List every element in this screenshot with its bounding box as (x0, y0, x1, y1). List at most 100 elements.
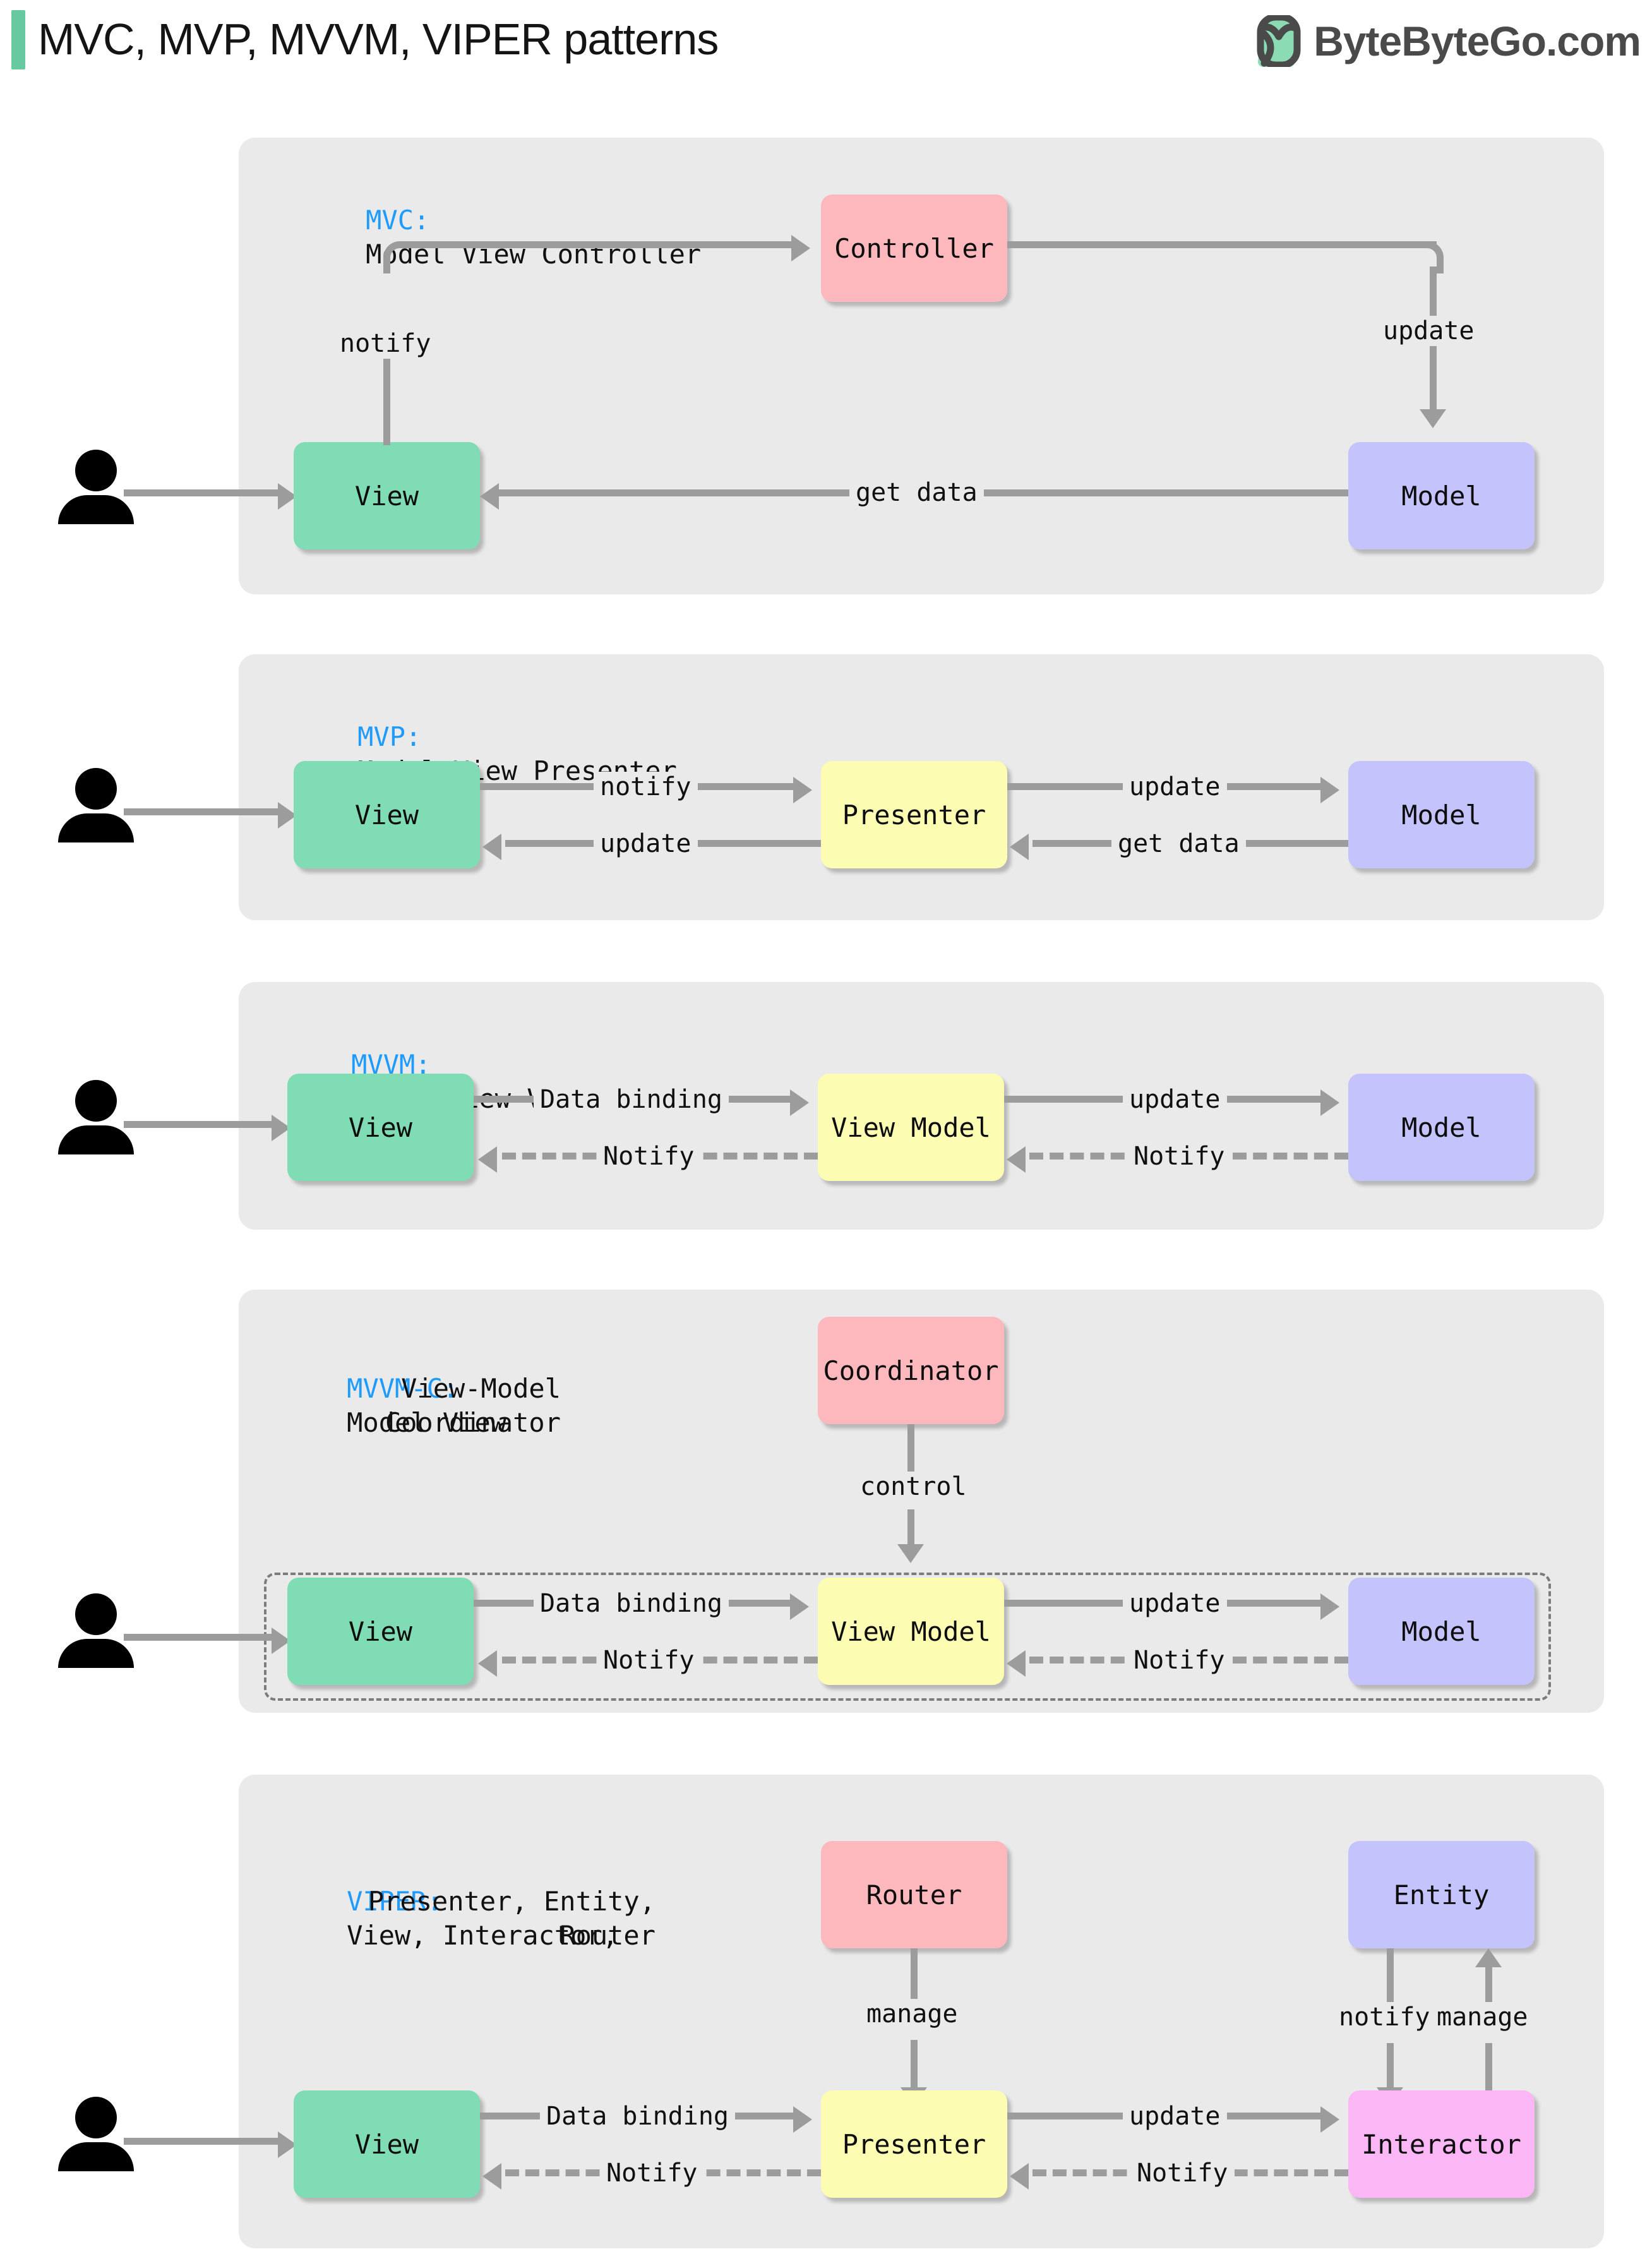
edge-entity-notify-seg-v2-viper (1387, 2043, 1394, 2090)
node-view-mvvm[interactable]: View (287, 1074, 474, 1181)
edge-controller-to-model-corner-mvc (1411, 241, 1444, 273)
arrowhead-controller-to-model-mvc (1420, 409, 1446, 428)
user-head-icon (75, 1080, 117, 1122)
edge-view-to-controller-seg-h-mvc (409, 241, 794, 248)
node-view-mvvmc[interactable]: View (287, 1578, 474, 1685)
node-router-viper[interactable]: Router (821, 1841, 1007, 1948)
arrowhead-interactor-manage-viper (1475, 1948, 1502, 1967)
arrowhead-presenter-to-interactor-viper (1320, 2106, 1339, 2133)
edge-user-to-view-viper (124, 2138, 282, 2145)
edge-label-notify-view-mvvmc: Notify (597, 1645, 701, 1676)
edge-user-to-view-mvvmc (124, 1634, 275, 1641)
logo-glyph-icon (1257, 13, 1301, 69)
edge-label-manage-entity-viper: manage (1430, 2002, 1535, 2032)
node-view-mvc[interactable]: View (294, 442, 480, 549)
arrowhead-presenter-to-view-viper (482, 2163, 501, 2190)
edge-label-notify-view-viper: Notify (600, 2158, 704, 2188)
arrowhead-model-to-viewmodel-mvvm (1007, 1146, 1026, 1173)
title-accent-bar (11, 10, 25, 69)
user-icon-mvvm (58, 1080, 134, 1154)
section-mvvmc-caption: MVVM-C: Model View (283, 1338, 506, 1474)
edge-label-update-view-mvp: update (594, 829, 698, 859)
edge-label-get-data-mvc: get data (849, 477, 984, 508)
node-presenter-viper[interactable]: Presenter (821, 2090, 1007, 2198)
section-mvc-key: MVC: (366, 205, 446, 236)
node-interactor-viper[interactable]: Interactor (1348, 2090, 1535, 2198)
user-head-icon (75, 768, 117, 810)
section-viper-caption-line3: Router (560, 1920, 655, 1951)
arrowhead-interactor-to-presenter-viper (1010, 2163, 1029, 2190)
edge-coordinator-control-seg-v2-mvvmc (907, 1509, 914, 1547)
section-mvc-caption: MVC: Model View Controller (302, 169, 701, 306)
section-viper-key: VIPER: (347, 1886, 459, 1917)
node-model-mvvm[interactable]: Model (1348, 1074, 1535, 1181)
node-controller-mvc[interactable]: Controller (821, 195, 1007, 302)
edge-label-notify-model-mvvmc: Notify (1127, 1645, 1231, 1676)
edge-label-notify-presenter-viper: Notify (1130, 2158, 1235, 2188)
arrowhead-view-to-presenter-viper (793, 2106, 812, 2133)
user-head-icon (75, 1593, 117, 1635)
section-mvvmc-caption-line2: View-Model (401, 1373, 561, 1404)
edge-label-update-viper: update (1123, 2101, 1227, 2131)
arrowhead-presenter-to-model-mvp (1320, 777, 1339, 803)
edge-label-notify-view-mvvm: Notify (597, 1141, 701, 1172)
user-body-icon (58, 1639, 134, 1668)
node-entity-viper[interactable]: Entity (1348, 1841, 1535, 1948)
user-icon-mvp (58, 768, 134, 842)
user-body-icon (58, 495, 134, 524)
node-presenter-mvp[interactable]: Presenter (821, 761, 1007, 868)
edge-label-data-binding-mvvm: Data binding (534, 1084, 729, 1115)
user-head-icon (75, 2097, 117, 2138)
edge-label-update-mvc: update (1377, 316, 1481, 346)
arrowhead-model-to-presenter-mvp (1010, 834, 1029, 860)
page-title: MVC, MVP, MVVM, VIPER patterns (38, 15, 719, 64)
user-body-icon (58, 1125, 134, 1154)
node-view-mvp[interactable]: View (294, 761, 480, 868)
edge-interactor-manage-seg-v2-viper (1485, 1967, 1492, 2008)
user-head-icon (75, 450, 117, 491)
node-model-mvvmc[interactable]: Model (1348, 1578, 1535, 1685)
node-model-mvc[interactable]: Model (1348, 442, 1535, 549)
section-mvp-key: MVP: (357, 721, 438, 752)
arrowhead-viewmodel-to-model-mvvm (1320, 1089, 1339, 1116)
arrowhead-viewmodel-to-view-mvvm (478, 1146, 497, 1173)
edge-label-get-data-mvp: get data (1111, 829, 1246, 859)
user-icon-mvvmc (58, 1593, 134, 1668)
arrowhead-model-to-viewmodel-mvvmc (1007, 1650, 1026, 1677)
node-viewmodel-mvvmc[interactable]: View Model (818, 1578, 1004, 1685)
section-mvvmc-caption-line3: Coordinator (385, 1407, 561, 1438)
section-mvvmc-caption-line1: Model View (347, 1407, 507, 1438)
arrowhead-view-to-viewmodel-mvvm (790, 1089, 809, 1116)
edge-label-data-binding-mvvmc: Data binding (534, 1588, 729, 1619)
user-body-icon (58, 2142, 134, 2171)
edge-label-update-mvvmc: update (1123, 1588, 1227, 1619)
edge-router-manage-seg-v1-viper (911, 1948, 918, 2011)
edge-label-notify-interactor-viper: notify (1332, 2002, 1437, 2032)
brand-name: ByteByteGo.com (1314, 18, 1641, 64)
node-viewmodel-mvvm[interactable]: View Model (818, 1074, 1004, 1181)
arrowhead-viewmodel-to-view-mvvmc (478, 1650, 497, 1677)
edge-view-to-controller-seg-v-mvc (383, 354, 390, 445)
section-viper-caption-line2: Presenter, Entity, (368, 1886, 655, 1917)
user-icon-viper (58, 2097, 134, 2171)
arrowhead-view-to-presenter-mvp (793, 777, 812, 803)
brand-logo: ByteByteGo.com (1254, 13, 1641, 69)
edge-user-to-view-mvc (124, 489, 282, 496)
bytebytego-logo-icon (1254, 13, 1303, 69)
node-coordinator-mvvmc[interactable]: Coordinator (818, 1317, 1004, 1424)
edge-entity-notify-seg-v1-viper (1387, 1948, 1394, 2015)
node-view-viper[interactable]: View (294, 2090, 480, 2198)
edge-controller-to-model-seg-h-mvc (1007, 241, 1437, 248)
edge-label-notify-mvp: notify (594, 772, 698, 802)
arrowhead-viewmodel-to-model-mvvmc (1320, 1593, 1339, 1620)
edge-user-to-view-mvvm (124, 1121, 275, 1128)
edge-view-to-controller-corner-mvc (383, 241, 416, 273)
edge-user-to-view-mvp (124, 808, 282, 815)
section-viper-caption-line1: View, Interactor, (347, 1920, 619, 1951)
node-model-mvp[interactable]: Model (1348, 761, 1535, 868)
section-viper-caption: VIPER: View, Interactor, (283, 1850, 618, 1987)
edge-router-manage-seg-v2-viper (911, 2040, 918, 2090)
arrowhead-view-to-viewmodel-mvvmc (790, 1593, 809, 1620)
arrowhead-presenter-to-view-mvp (482, 834, 501, 860)
arrowhead-coordinator-control-mvvmc (897, 1544, 924, 1563)
